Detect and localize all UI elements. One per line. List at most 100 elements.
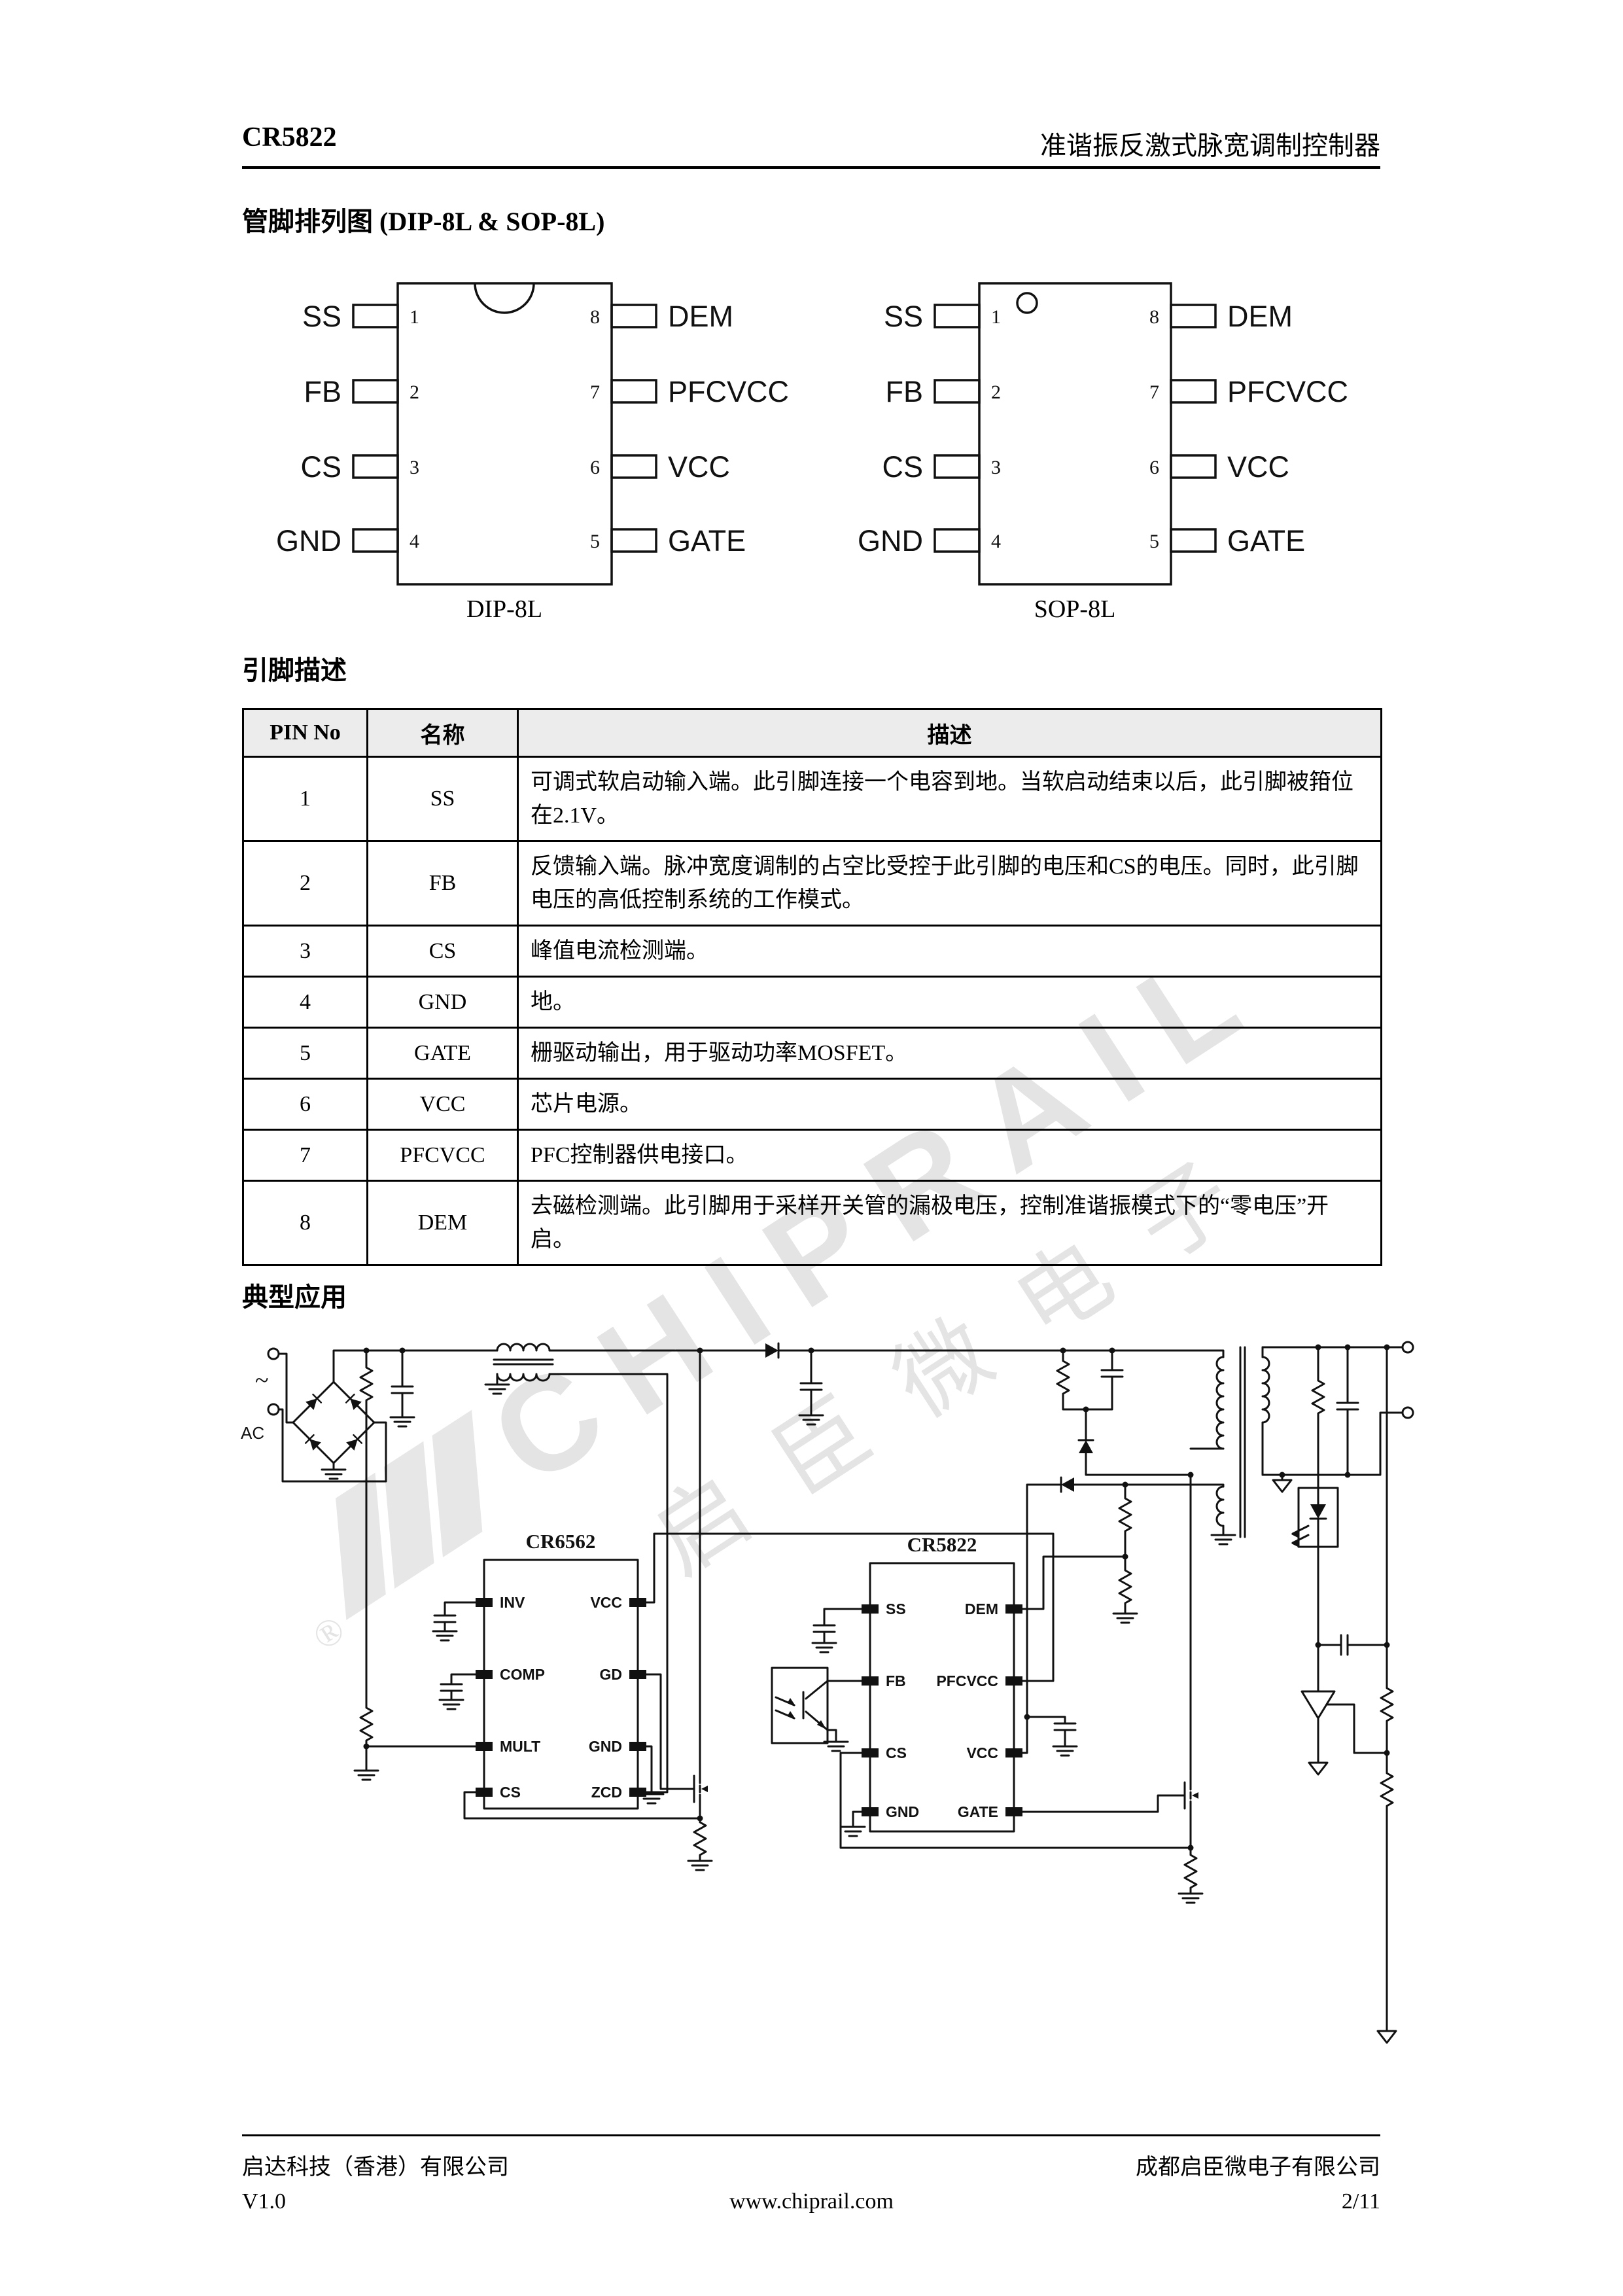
header-rule — [242, 166, 1380, 169]
sec-ground-icon — [1272, 1479, 1293, 1493]
bulk-cap — [798, 1349, 824, 1426]
footer-website: www.chiprail.com — [729, 2189, 894, 2214]
pin-desc: 去磁检测端。此引脚用于采样开关管的漏极电压，控制准谐振模式下的“零电压”开启。 — [517, 1180, 1382, 1266]
part-number: CR5822 — [242, 122, 337, 152]
ground-icon — [432, 1630, 458, 1642]
cr5822-name: CR5822 — [907, 1533, 977, 1556]
sop-pin-label: FB — [885, 375, 923, 408]
ground-icon — [389, 1416, 415, 1428]
secondary-output — [1261, 1341, 1414, 1493]
pfc-mosfet — [679, 1349, 713, 1871]
cr6562-block — [476, 1559, 646, 1810]
sop-pin-number: 1 — [991, 306, 1001, 328]
pin-name: CS — [366, 925, 519, 978]
pin-name: GATE — [366, 1027, 519, 1080]
dip-pin-number: 5 — [590, 531, 600, 552]
ground-icon — [798, 1414, 824, 1426]
sop-pin-label: PFCVCC — [1227, 375, 1348, 408]
dip-pin-number: 4 — [410, 531, 419, 552]
output-cap-icon — [1336, 1402, 1359, 1411]
output-divider — [1376, 1346, 1397, 2044]
winding-icon — [496, 1373, 551, 1382]
pin-name: PFCVCC — [366, 1129, 519, 1182]
pin-name: DEM — [366, 1180, 519, 1266]
footer-page-number: 2/11 — [1341, 2189, 1380, 2214]
ground-icon — [484, 1383, 510, 1395]
pin-no: 4 — [242, 976, 368, 1029]
cr6562-cs-wire — [463, 1791, 701, 1820]
dem-divider — [1021, 1483, 1138, 1624]
rcd-clamp — [1056, 1349, 1192, 1476]
output-terminal — [1401, 1406, 1414, 1419]
pin-name: GND — [366, 976, 519, 1029]
pin-no: 1 — [242, 756, 368, 842]
sop-pin-number: 8 — [1149, 306, 1159, 328]
ground-icon — [353, 1769, 379, 1781]
main-transformer — [1189, 1346, 1270, 1538]
feedback-chain — [1291, 1346, 1388, 1776]
resistor-icon — [359, 1703, 374, 1744]
sop-pin-number: 7 — [1149, 381, 1159, 403]
pin-desc: PFC控制器供电接口。 — [517, 1129, 1382, 1182]
cr6562-gnd — [638, 1745, 665, 1805]
sop-pin-label: GATE — [1227, 524, 1305, 557]
capacitor-icon — [1100, 1369, 1124, 1378]
cr6562-pin-stubs — [476, 1598, 646, 1797]
cr5822-pin-stubs — [862, 1604, 1022, 1816]
cr5822-pin-label: DEM — [965, 1600, 998, 1617]
resistor-icon — [1311, 1375, 1325, 1417]
sop-pin-number: 2 — [991, 381, 1001, 403]
resistor-icon — [1380, 1683, 1394, 1725]
primary-winding-icon — [1215, 1356, 1225, 1450]
cr6562-comp-network — [432, 1601, 477, 1710]
pin-desc: 峰值电流检测端。 — [517, 925, 1382, 978]
sop-caption: SOP-8L — [1034, 595, 1116, 623]
pin-desc-section-title: 引脚描述 — [242, 656, 347, 685]
dip-pin-label: GATE — [668, 524, 746, 557]
resistor-icon — [1118, 1565, 1132, 1607]
cr5822-pin-label: PFCVCC — [936, 1672, 998, 1689]
footer-rule — [242, 2134, 1380, 2136]
dip-pin-label: SS — [302, 300, 341, 333]
resistor-icon — [1380, 1768, 1394, 1810]
cr6562-pin-label: INV — [500, 1594, 525, 1611]
sop-pin-number: 5 — [1149, 531, 1159, 552]
pin-no: 6 — [242, 1078, 368, 1131]
pin-name: FB — [366, 840, 519, 927]
resistor-icon — [359, 1362, 374, 1404]
dip-pin-label: DEM — [668, 300, 733, 333]
ac-tilde-icon: ~ — [255, 1367, 269, 1394]
cr6562-pin-label: COMP — [500, 1666, 545, 1683]
col-header-desc: 描述 — [517, 708, 1382, 758]
dip-pin-number: 3 — [410, 457, 419, 478]
dip-pin-number: 1 — [410, 306, 419, 328]
aux-winding-icon — [1215, 1485, 1225, 1527]
sop-pin-label: SS — [884, 300, 923, 333]
pfc-inductor — [484, 1343, 669, 1793]
ac-label: AC — [241, 1423, 264, 1443]
secondary-winding-icon — [1261, 1356, 1270, 1424]
sop-pin-label: CS — [882, 450, 923, 484]
footer-version: V1.0 — [242, 2189, 287, 2214]
capacitor-icon — [1053, 1722, 1077, 1731]
ground-icon — [1178, 1892, 1204, 1904]
winding-icon — [496, 1343, 551, 1352]
sop-pin-number: 3 — [991, 457, 1001, 478]
cr6562-gd-wire — [645, 1673, 682, 1790]
boost-diode-icon — [764, 1342, 780, 1359]
pin-no: 7 — [242, 1129, 368, 1182]
dip-pin-number: 6 — [590, 457, 600, 478]
aux-vcc-supply — [1021, 1476, 1236, 1757]
cr5822-block — [862, 1562, 1022, 1833]
dip-pin-label: CS — [300, 450, 341, 484]
cr6562-pin-label: MULT — [500, 1738, 540, 1755]
sop-pin-label: DEM — [1227, 300, 1293, 333]
sop-pin-label: VCC — [1227, 450, 1289, 484]
sop-pin-label: GND — [858, 524, 923, 557]
